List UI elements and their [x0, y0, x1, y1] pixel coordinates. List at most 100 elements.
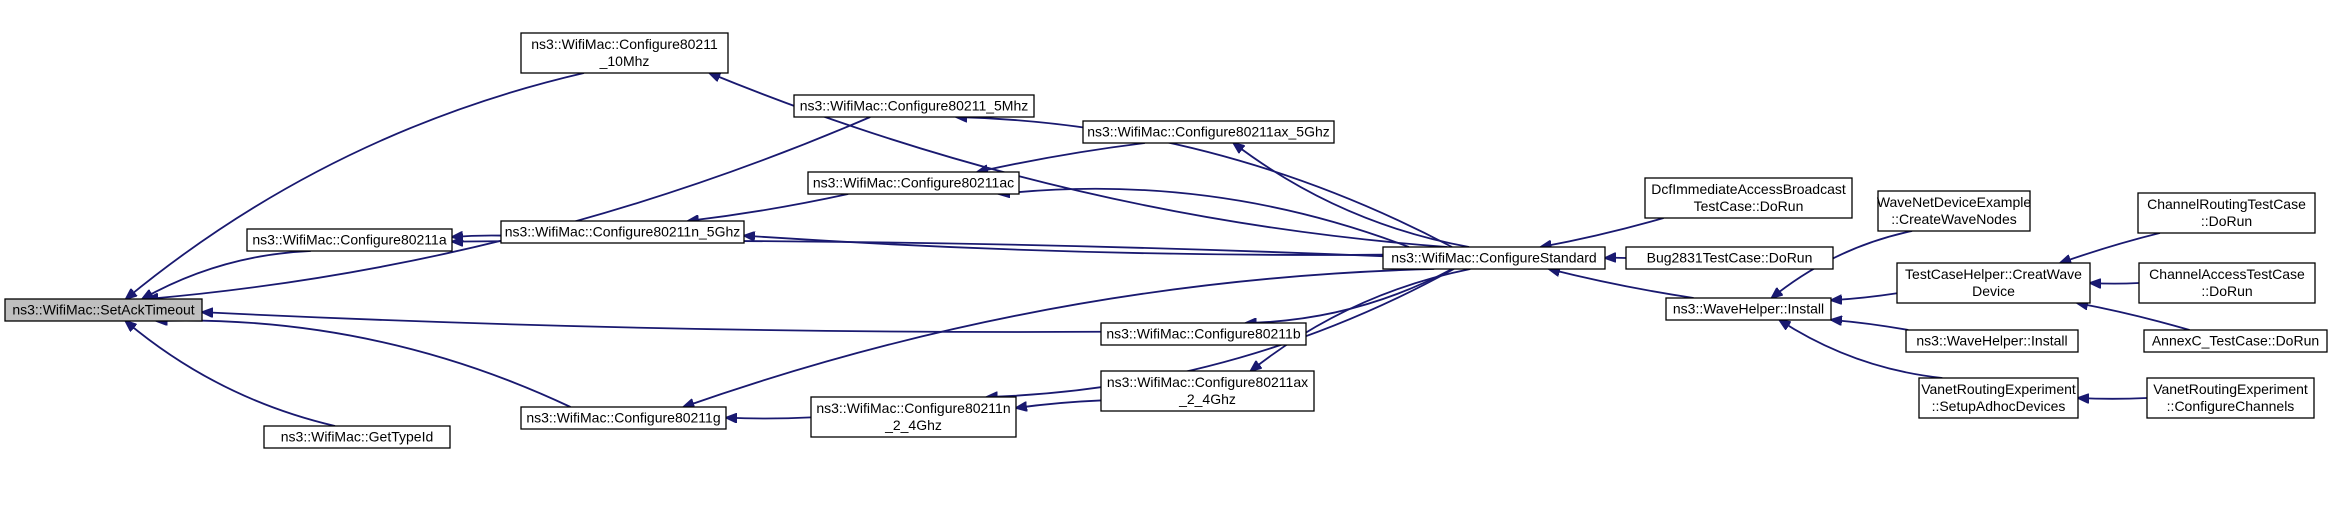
node-box[interactable] [1896, 262, 2091, 304]
node-box[interactable] [2137, 192, 2316, 234]
edge-line [999, 189, 1410, 248]
call-edge [987, 268, 1455, 397]
node-setack[interactable]: ns3::WifiMac::SetAckTimeout [4, 298, 203, 322]
edge-line [202, 312, 1102, 333]
node-box[interactable] [2143, 329, 2328, 353]
node-vrecc[interactable]: VanetRoutingExperiment::ConfigureChannel… [2146, 377, 2315, 419]
edge-line [977, 142, 1145, 172]
edge-line [2078, 398, 2148, 399]
node-cax5[interactable]: ns3::WifiMac::Configure80211ax_5Ghz [1082, 120, 1335, 144]
node-cb[interactable]: ns3::WifiMac::Configure80211b [1100, 322, 1307, 346]
call-edge [1831, 320, 1909, 331]
node-label: VanetRoutingExperiment [2153, 381, 2308, 397]
node-label: ::DoRun [2201, 213, 2252, 229]
node-box[interactable] [793, 94, 1035, 118]
node-box[interactable] [807, 171, 1020, 195]
node-box[interactable] [1644, 177, 1853, 219]
node-box[interactable] [500, 220, 745, 244]
node-ca[interactable]: ns3::WifiMac::Configure80211a [246, 228, 453, 252]
edge-line [1246, 268, 1453, 323]
edge-line [2090, 283, 2140, 284]
node-box[interactable] [4, 298, 203, 322]
node-label: ns3::WifiMac::Configure80211ax_5Ghz [1087, 124, 1330, 140]
node-box[interactable] [2146, 377, 2315, 419]
call-edge [999, 189, 1410, 248]
edge-line [956, 117, 1453, 248]
call-edge [2060, 232, 2161, 263]
node-cg[interactable]: ns3::WifiMac::Configure80211g [520, 406, 727, 430]
node-label: ns3::WaveHelper::Install [1916, 333, 2067, 349]
node-label: ::SetupAdhocDevices [1932, 398, 2066, 414]
node-gettype[interactable]: ns3::WifiMac::GetTypeId [263, 425, 451, 449]
node-wave2[interactable]: ns3::WaveHelper::Install [1905, 329, 2079, 353]
node-label: ::DoRun [2201, 283, 2252, 299]
node-box[interactable] [1905, 329, 2079, 353]
node-label: ns3::WifiMac::Configure80211b [1106, 326, 1300, 342]
call-edge [977, 142, 1145, 172]
call-edge [156, 321, 571, 408]
call-edge [1016, 399, 1102, 408]
node-box[interactable] [1918, 377, 2079, 419]
edge-line [2077, 303, 2190, 331]
node-cac[interactable]: ns3::WifiMac::Configure80211ac [807, 171, 1020, 195]
node-cax24[interactable]: ns3::WifiMac::Configure80211ax_2_4Ghz [1100, 370, 1315, 412]
node-box[interactable] [1382, 246, 1606, 270]
edge-line [726, 417, 812, 418]
nodes-layer: ns3::WifiMac::SetAckTimeoutns3::WifiMac:… [4, 32, 2328, 449]
edge-line [1831, 292, 1898, 300]
node-box[interactable] [1625, 246, 1834, 270]
edge-line [147, 116, 871, 299]
node-dcf[interactable]: DcfImmediateAccessBroadcastTestCase::DoR… [1644, 177, 1853, 219]
node-label: ns3::WifiMac::Configure80211ac [813, 175, 1014, 191]
call-edge [683, 268, 1435, 407]
node-box[interactable] [520, 32, 729, 74]
node-label: ns3::WifiMac::Configure80211n [816, 400, 1010, 416]
node-box[interactable] [246, 228, 453, 252]
node-label: ns3::WifiMac::Configure80211a [252, 232, 446, 248]
node-label: DcfImmediateAccessBroadcast [1651, 181, 1846, 197]
call-edge [2090, 283, 2140, 284]
node-label: ns3::WifiMac::Configure80211ax [1107, 374, 1308, 390]
edge-line [1541, 217, 1664, 247]
node-box[interactable] [2138, 262, 2316, 304]
node-cat[interactable]: ChannelAccessTestCase::DoRun [2138, 262, 2316, 304]
call-edge [202, 312, 1102, 333]
node-label: ns3::WifiMac::ConfigureStandard [1391, 250, 1596, 266]
node-box[interactable] [1100, 322, 1307, 346]
node-wave[interactable]: ns3::WaveHelper::Install [1665, 297, 1832, 321]
node-label: ns3::WifiMac::Configure80211 [531, 36, 718, 52]
node-cstd[interactable]: ns3::WifiMac::ConfigureStandard [1382, 246, 1606, 270]
call-edge [452, 235, 502, 237]
edge-line [156, 321, 571, 408]
node-box[interactable] [1877, 190, 2031, 232]
node-annex[interactable]: AnnexC_TestCase::DoRun [2143, 329, 2328, 353]
edge-line [1549, 269, 1694, 299]
node-box[interactable] [1082, 120, 1335, 144]
node-c10[interactable]: ns3::WifiMac::Configure80211_10Mhz [520, 32, 729, 74]
node-label: ::CreateWaveNodes [1891, 211, 2017, 227]
node-wndex[interactable]: WaveNetDeviceExample::CreateWaveNodes [1877, 190, 2032, 232]
node-label: ns3::WaveHelper::Install [1673, 301, 1824, 317]
edge-line [1233, 143, 1470, 248]
node-box[interactable] [1100, 370, 1315, 412]
node-label: Device [1972, 283, 2015, 299]
node-vre[interactable]: VanetRoutingExperiment::SetupAdhocDevice… [1918, 377, 2079, 419]
node-cn24[interactable]: ns3::WifiMac::Configure80211n_2_4Ghz [810, 396, 1017, 438]
node-box[interactable] [520, 406, 727, 430]
node-bug[interactable]: Bug2831TestCase::DoRun [1625, 246, 1834, 270]
edge-line [1831, 320, 1909, 331]
node-box[interactable] [1665, 297, 1832, 321]
node-c5[interactable]: ns3::WifiMac::Configure80211_5Mhz [793, 94, 1035, 118]
node-crt[interactable]: ChannelRoutingTestCase::DoRun [2137, 192, 2316, 234]
call-edge [142, 250, 311, 299]
edge-line [452, 235, 502, 237]
node-box[interactable] [263, 425, 451, 449]
call-edge [1233, 143, 1470, 248]
call-edge [126, 72, 585, 299]
node-cn5[interactable]: ns3::WifiMac::Configure80211n_5Ghz [500, 220, 745, 244]
node-box[interactable] [810, 396, 1017, 438]
call-edge [2078, 398, 2148, 399]
call-edge [726, 417, 812, 418]
